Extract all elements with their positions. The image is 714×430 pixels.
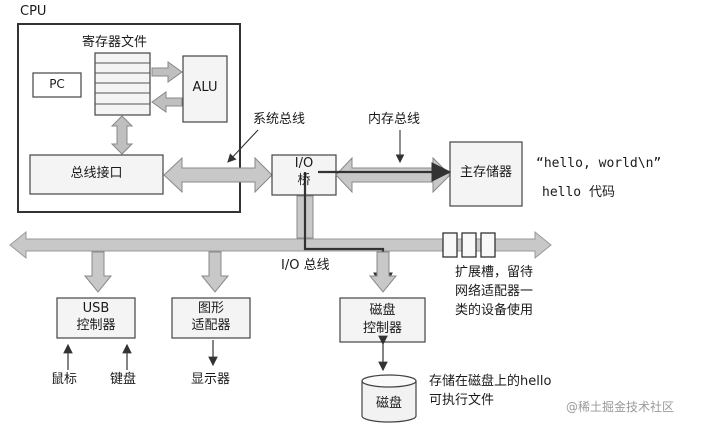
main-memory-label: 主存储器 (459, 165, 512, 180)
bus-interface-label: 总线接口 (70, 166, 123, 181)
io-bridge-label-line2: 桥 (297, 173, 311, 188)
usb-drop-arrow (83, 251, 113, 293)
alu-label: ALU (192, 80, 218, 95)
regfile-to-alu-arrow (151, 61, 183, 83)
keyboard-label: 键盘 (110, 372, 137, 387)
graphics-adapter-line2: 适配器 (191, 318, 231, 333)
expansion-slots-line2: 网络适配器一 (455, 284, 534, 299)
watermark: @稀土掘金技术社区 (566, 400, 675, 414)
io-bus-arrow (9, 230, 552, 260)
graphics-adapter-line1: 图形 (197, 301, 224, 316)
expansion-slots-line1: 扩展槽，留待 (455, 265, 534, 280)
io-bridge-label-line1: I/O (294, 156, 314, 171)
disk-drop-arrow (368, 251, 398, 293)
expansion-slots (442, 232, 496, 258)
io-bus-label: I/O 总线 (281, 258, 330, 273)
disk-controller-line1: 磁盘 (369, 303, 396, 318)
pc-label: PC (49, 77, 65, 91)
disk-controller-box (339, 297, 426, 343)
graphics-drop-arrow (200, 251, 230, 293)
alu-box (182, 55, 228, 123)
regfile-bus-interface-arrow (110, 115, 134, 155)
cpu-label: CPU (20, 4, 47, 19)
disk-label: 磁盘 (375, 396, 402, 411)
main-memory-content-line1: “hello, world\n” (536, 156, 662, 171)
cpu-box (17, 23, 241, 213)
expansion-slots-line3: 类的设备使用 (455, 303, 534, 318)
register-file (94, 52, 151, 116)
usb-controller-line1: USB (82, 301, 110, 316)
disk-controller-line2: 控制器 (362, 321, 402, 336)
main-memory-box (449, 141, 523, 207)
display-label: 显示器 (191, 372, 231, 387)
alu-to-regfile-arrow (151, 91, 183, 113)
disk-note-line1: 存储在磁盘上的hello (429, 374, 552, 389)
disk-cylinder-icon (361, 374, 417, 423)
memory-bus-label: 内存总线 (368, 112, 421, 127)
bus-interface-box (29, 154, 164, 195)
memory-bus-arrow (335, 156, 451, 194)
mouse-label: 鼠标 (51, 372, 78, 387)
system-bus-pointer (227, 129, 259, 163)
main-memory-content-line2: hello 代码 (542, 185, 615, 200)
system-bus-arrow (163, 156, 273, 194)
register-file-label: 寄存器文件 (82, 35, 148, 50)
disk-note-line2: 可执行文件 (429, 393, 495, 408)
system-bus-label: 系统总线 (253, 112, 306, 127)
pc-register (32, 72, 82, 98)
graphics-adapter-box (171, 297, 251, 339)
usb-controller-line2: 控制器 (76, 318, 116, 333)
usb-controller-box (56, 297, 136, 339)
